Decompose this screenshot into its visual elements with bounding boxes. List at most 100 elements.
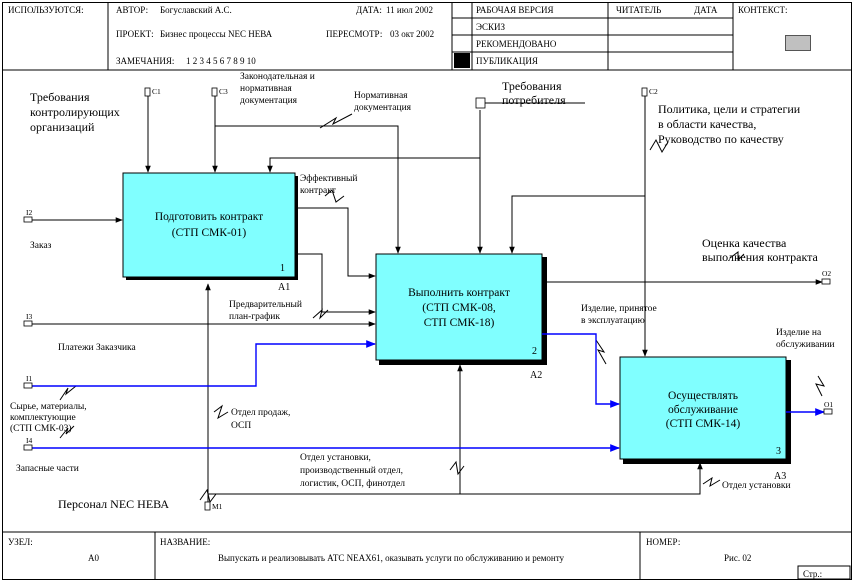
author-value: Богуславский А.С. xyxy=(160,5,232,15)
activity-box-a2[interactable] xyxy=(375,253,547,365)
revision-value: 03 окт 2002 xyxy=(390,29,435,39)
dept-line1: Отдел установки, xyxy=(300,453,371,463)
consumer-line1: Требования xyxy=(502,79,562,93)
sales-line2: ОСП xyxy=(231,421,251,431)
serviced-line2: обслуживании xyxy=(776,339,835,350)
tunnel-c3 xyxy=(211,87,218,97)
status-publication: ПУБЛИКАЦИЯ xyxy=(476,56,538,66)
a3-node: A3 xyxy=(774,471,786,482)
a3-title-line3: (СТП СМК-14) xyxy=(666,418,741,430)
title-value: Выпускать и реализовывать АТС NEAX61, ок… xyxy=(218,553,565,563)
tunnel-i2-label: I2 xyxy=(26,208,32,217)
notes-label: ЗАМЕЧАНИЯ: xyxy=(116,56,175,66)
payments-label: Платежи Заказчика xyxy=(58,343,137,353)
tunnel-i2 xyxy=(23,216,33,223)
accepted-line1: Изделие, принятое xyxy=(581,304,657,314)
serviced-line1: Изделие на xyxy=(776,328,822,338)
arrow-mech-a3 xyxy=(460,462,703,495)
policy-line1: Политика, цели и стратегии xyxy=(658,102,801,116)
revision-label: ПЕРЕСМОТР: xyxy=(326,29,383,39)
used-at-label: ИСПОЛЬЗУЮТСЯ: xyxy=(8,5,84,15)
a2-title-line3: СТП СМК-18) xyxy=(424,317,495,329)
project-value: Бизнес процессы NEC НЕВА xyxy=(160,29,273,39)
prelim-line1: Предварительный xyxy=(229,299,302,310)
quality-line2: выполнения контракта xyxy=(702,250,819,264)
tunnel-m1 xyxy=(204,501,211,511)
project-label: ПРОЕКТ: xyxy=(116,29,154,39)
req-control-line2: контролирующих xyxy=(30,105,120,119)
req-control-line3: организаций xyxy=(30,120,95,134)
squiggle-policy xyxy=(649,138,669,154)
legislative-line1: Законодательная и xyxy=(240,72,315,82)
a3-title-line2: обслуживание xyxy=(668,404,738,416)
legislative-line3: документация xyxy=(240,96,298,106)
effective-line1: Эффективный xyxy=(300,173,358,184)
squiggle-dept xyxy=(449,460,465,476)
policy-line2: в области качества, xyxy=(658,117,756,131)
a2-title-line1: Выполнить контракт xyxy=(408,287,510,299)
tunnel-i3-label: I3 xyxy=(26,312,32,321)
author-label: АВТОР: xyxy=(116,5,149,15)
activity-box-a3[interactable] xyxy=(619,356,791,464)
sales-line1: Отдел продаж, xyxy=(231,408,290,418)
spare-parts-label: Запасные части xyxy=(16,464,79,474)
arrow-prelim-plan xyxy=(295,253,376,315)
reader-date-label: ДАТА xyxy=(694,5,718,15)
a3-title-line1: Осуществлять xyxy=(668,390,738,402)
normative-line1: Нормативная xyxy=(354,91,408,101)
a2-title-line2: (СТП СМК-08, xyxy=(422,302,496,314)
dept-line2: производственный отдел, xyxy=(300,465,403,476)
status-recommended: РЕКОМЕНДОВАНО xyxy=(476,39,557,49)
tunnel-i3 xyxy=(23,320,33,327)
a1-number: 1 xyxy=(280,263,285,274)
status-draft: ЭСКИЗ xyxy=(476,22,505,32)
page-label: Стр.: xyxy=(803,569,823,579)
status-working: РАБОЧАЯ ВЕРСИЯ xyxy=(476,5,554,15)
node-value: A0 xyxy=(88,553,99,563)
squiggle-accepted xyxy=(595,339,607,365)
tunnel-m1-label: M1 xyxy=(212,502,223,511)
tunnel-o2 xyxy=(821,278,831,285)
materials-line1: Сырье, материалы, xyxy=(10,402,87,412)
normative-line2: документация xyxy=(354,103,412,113)
arrow-accepted xyxy=(542,333,620,408)
date-label: ДАТА: xyxy=(356,5,382,15)
dept-line3: логистик, ОСП, финотдел xyxy=(300,478,405,489)
a2-number: 2 xyxy=(532,346,537,357)
tunnel-i1-label: I1 xyxy=(26,374,32,383)
install-dept-label: Отдел установки xyxy=(722,481,791,491)
tunnel-consumer xyxy=(475,97,486,109)
a1-node: A1 xyxy=(278,282,290,293)
tunnel-i4-label: I4 xyxy=(26,436,32,445)
a2-node: A2 xyxy=(530,370,542,381)
policy-line3: Руководство по качеству xyxy=(658,132,784,146)
squiggle-spare xyxy=(59,425,75,439)
squiggle-serviced xyxy=(815,375,826,397)
context-box xyxy=(785,35,811,51)
arrow-consumer-a1 xyxy=(267,110,481,173)
legislative-line2: нормативная xyxy=(240,84,292,94)
squiggle-personnel xyxy=(199,488,217,504)
squiggle-normative xyxy=(319,113,353,129)
squiggle-materials xyxy=(59,385,77,401)
tunnel-i4 xyxy=(23,444,33,451)
activity-box-a1[interactable] xyxy=(122,172,298,280)
context-label: КОНТЕКСТ: xyxy=(738,5,788,15)
squiggle-effective xyxy=(324,189,345,203)
req-control-line1: Требования xyxy=(30,90,90,104)
a1-title-line2: (СТП СМК-01) xyxy=(172,227,247,239)
arrow-effective-contract xyxy=(295,207,376,279)
a1-title-line1: Подготовить контракт xyxy=(155,211,263,223)
number-label: НОМЕР: xyxy=(646,537,681,547)
personnel-label: Персонал NEC НЕВА xyxy=(58,497,169,511)
tunnel-c2 xyxy=(641,87,648,97)
tunnel-o2-label: O2 xyxy=(822,269,831,278)
notes-value: 1 2 3 4 5 6 7 8 9 10 xyxy=(186,56,256,66)
tunnel-o1-label: O1 xyxy=(824,400,833,409)
reader-label: ЧИТАТЕЛЬ xyxy=(616,5,662,15)
a3-number: 3 xyxy=(776,446,781,457)
tunnel-c2-label: C2 xyxy=(649,87,658,96)
